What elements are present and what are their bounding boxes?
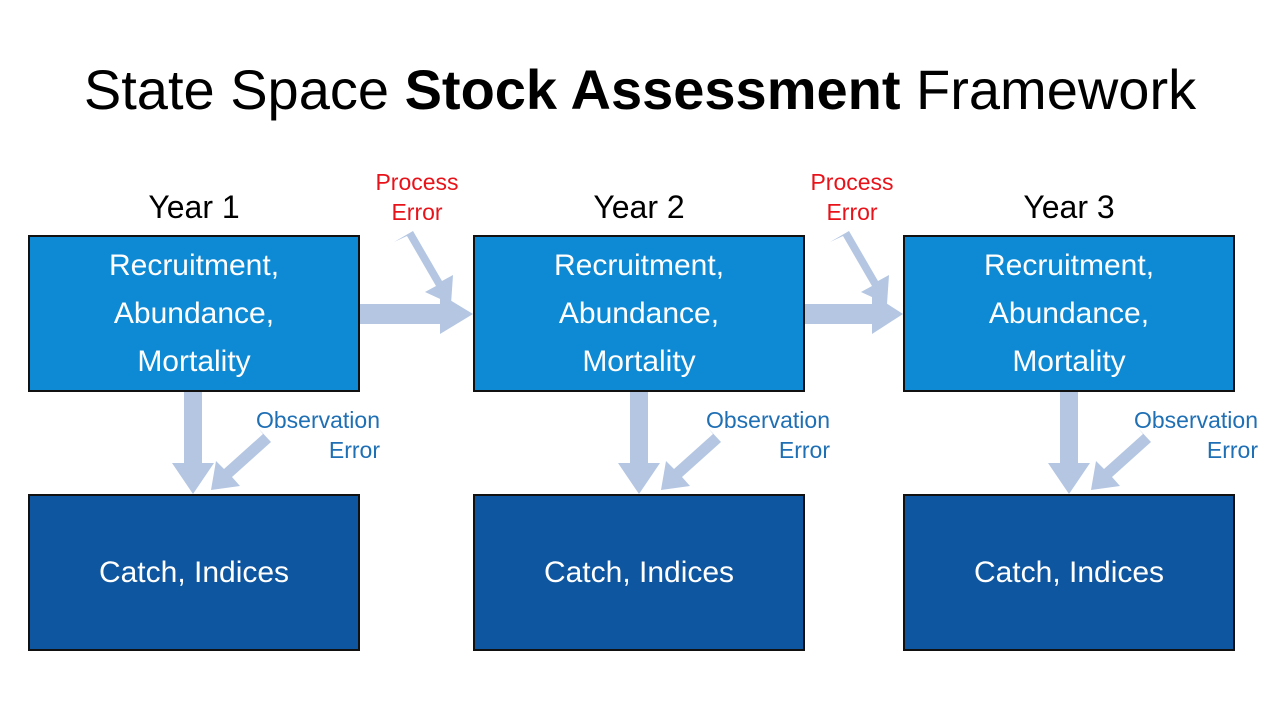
state-box-year-2[interactable]: Recruitment, Abundance, Mortality [473, 235, 805, 392]
observation-box-year-2[interactable]: Catch, Indices [473, 494, 805, 651]
transition-arrow-1 [360, 294, 473, 334]
process-error-line-1: Process [810, 169, 894, 195]
transition-arrow-2 [803, 294, 903, 334]
observation-error-line-1: Observation [705, 407, 830, 433]
observation-error-line-2: Error [1206, 437, 1258, 463]
process-error-label-2: Process Error [772, 167, 932, 227]
observation-error-label-1: Observation Error [190, 405, 380, 465]
process-error-arrow-2 [830, 231, 889, 304]
state-line-recruitment: Recruitment, [108, 248, 280, 282]
state-line-recruitment: Recruitment, [553, 248, 725, 282]
observation-box-year-3[interactable]: Catch, Indices [903, 494, 1235, 651]
observation-error-line-2: Error [328, 437, 380, 463]
observation-error-line-1: Observation [1133, 407, 1258, 433]
observation-box-label-3: Catch, Indices [973, 555, 1165, 589]
observation-box-label-2: Catch, Indices [543, 555, 735, 589]
process-error-label-1: Process Error [337, 167, 497, 227]
state-box-year-1[interactable]: Recruitment, Abundance, Mortality [28, 235, 360, 392]
state-line-abundance: Abundance, [988, 296, 1150, 330]
state-line-recruitment: Recruitment, [983, 248, 1155, 282]
process-error-line-1: Process [375, 169, 459, 195]
process-error-arrow-1 [394, 231, 453, 304]
state-line-mortality: Mortality [1012, 344, 1126, 378]
state-line-mortality: Mortality [137, 344, 251, 378]
observation-error-line-2: Error [778, 437, 830, 463]
year-label-3: Year 3 [1023, 189, 1115, 225]
state-box-year-3[interactable]: Recruitment, Abundance, Mortality [903, 235, 1235, 392]
process-error-line-2: Error [826, 199, 878, 225]
year-label-2: Year 2 [593, 189, 685, 225]
state-line-abundance: Abundance, [558, 296, 720, 330]
observation-box-label-1: Catch, Indices [98, 555, 290, 589]
state-line-mortality: Mortality [582, 344, 696, 378]
title-bold-part: Stock Assessment [404, 58, 901, 121]
process-error-line-2: Error [391, 199, 443, 225]
title-plain-part-1: State Space [83, 58, 405, 121]
page-title: State Space Stock Assessment Framework [0, 58, 1280, 122]
observation-error-label-3: Observation Error [1068, 405, 1258, 465]
observation-error-line-1: Observation [255, 407, 380, 433]
title-plain-part-2: Framework [900, 58, 1197, 121]
year-label-1: Year 1 [148, 189, 240, 225]
observation-box-year-1[interactable]: Catch, Indices [28, 494, 360, 651]
state-line-abundance: Abundance, [113, 296, 275, 330]
observation-error-label-2: Observation Error [640, 405, 830, 465]
